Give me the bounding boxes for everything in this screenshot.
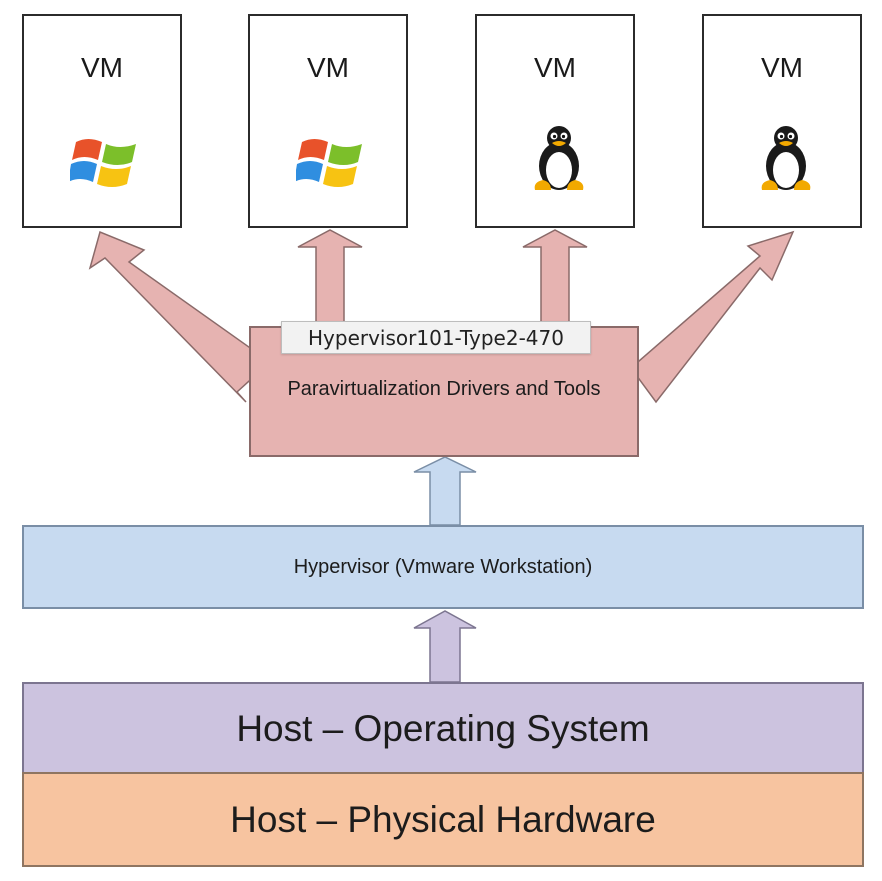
vm-label: VM <box>761 52 803 83</box>
image-title-tooltip: Hypervisor101-Type2-470 <box>281 321 591 354</box>
vm-box-3: VM <box>475 14 635 228</box>
hypervisor-label: Hypervisor (Vmware Workstation) <box>293 555 593 578</box>
vm-box-2: VM <box>248 14 408 228</box>
host-hardware-label: Host – Physical Hardware <box>230 798 656 840</box>
host-os-layer: Host – Operating System <box>22 682 864 774</box>
arrow-hostos-to-hypervisor <box>413 610 477 683</box>
vm-label: VM <box>307 52 349 83</box>
vm-label: VM <box>534 52 576 83</box>
arrow-to-vm-1 <box>88 230 272 403</box>
host-hardware-layer: Host – Physical Hardware <box>22 772 864 867</box>
host-os-label: Host – Operating System <box>236 708 650 749</box>
arrow-hypervisor-to-paravirt <box>413 456 477 526</box>
linux-tux-icon <box>761 126 811 190</box>
arrow-to-vm-3 <box>522 229 588 327</box>
linux-tux-icon <box>534 126 584 190</box>
paravirtualization-label: Paravirtualization Drivers and Tools <box>287 378 601 400</box>
windows-logo-icon <box>70 139 136 187</box>
vm-label: VM <box>81 52 123 83</box>
vm-box-1: VM <box>22 14 182 228</box>
arrow-to-vm-2 <box>297 229 363 327</box>
arrow-to-vm-4 <box>629 230 795 404</box>
hypervisor-layer: Hypervisor (Vmware Workstation) <box>22 525 864 609</box>
windows-logo-icon <box>296 139 362 187</box>
vm-box-4: VM <box>702 14 862 228</box>
